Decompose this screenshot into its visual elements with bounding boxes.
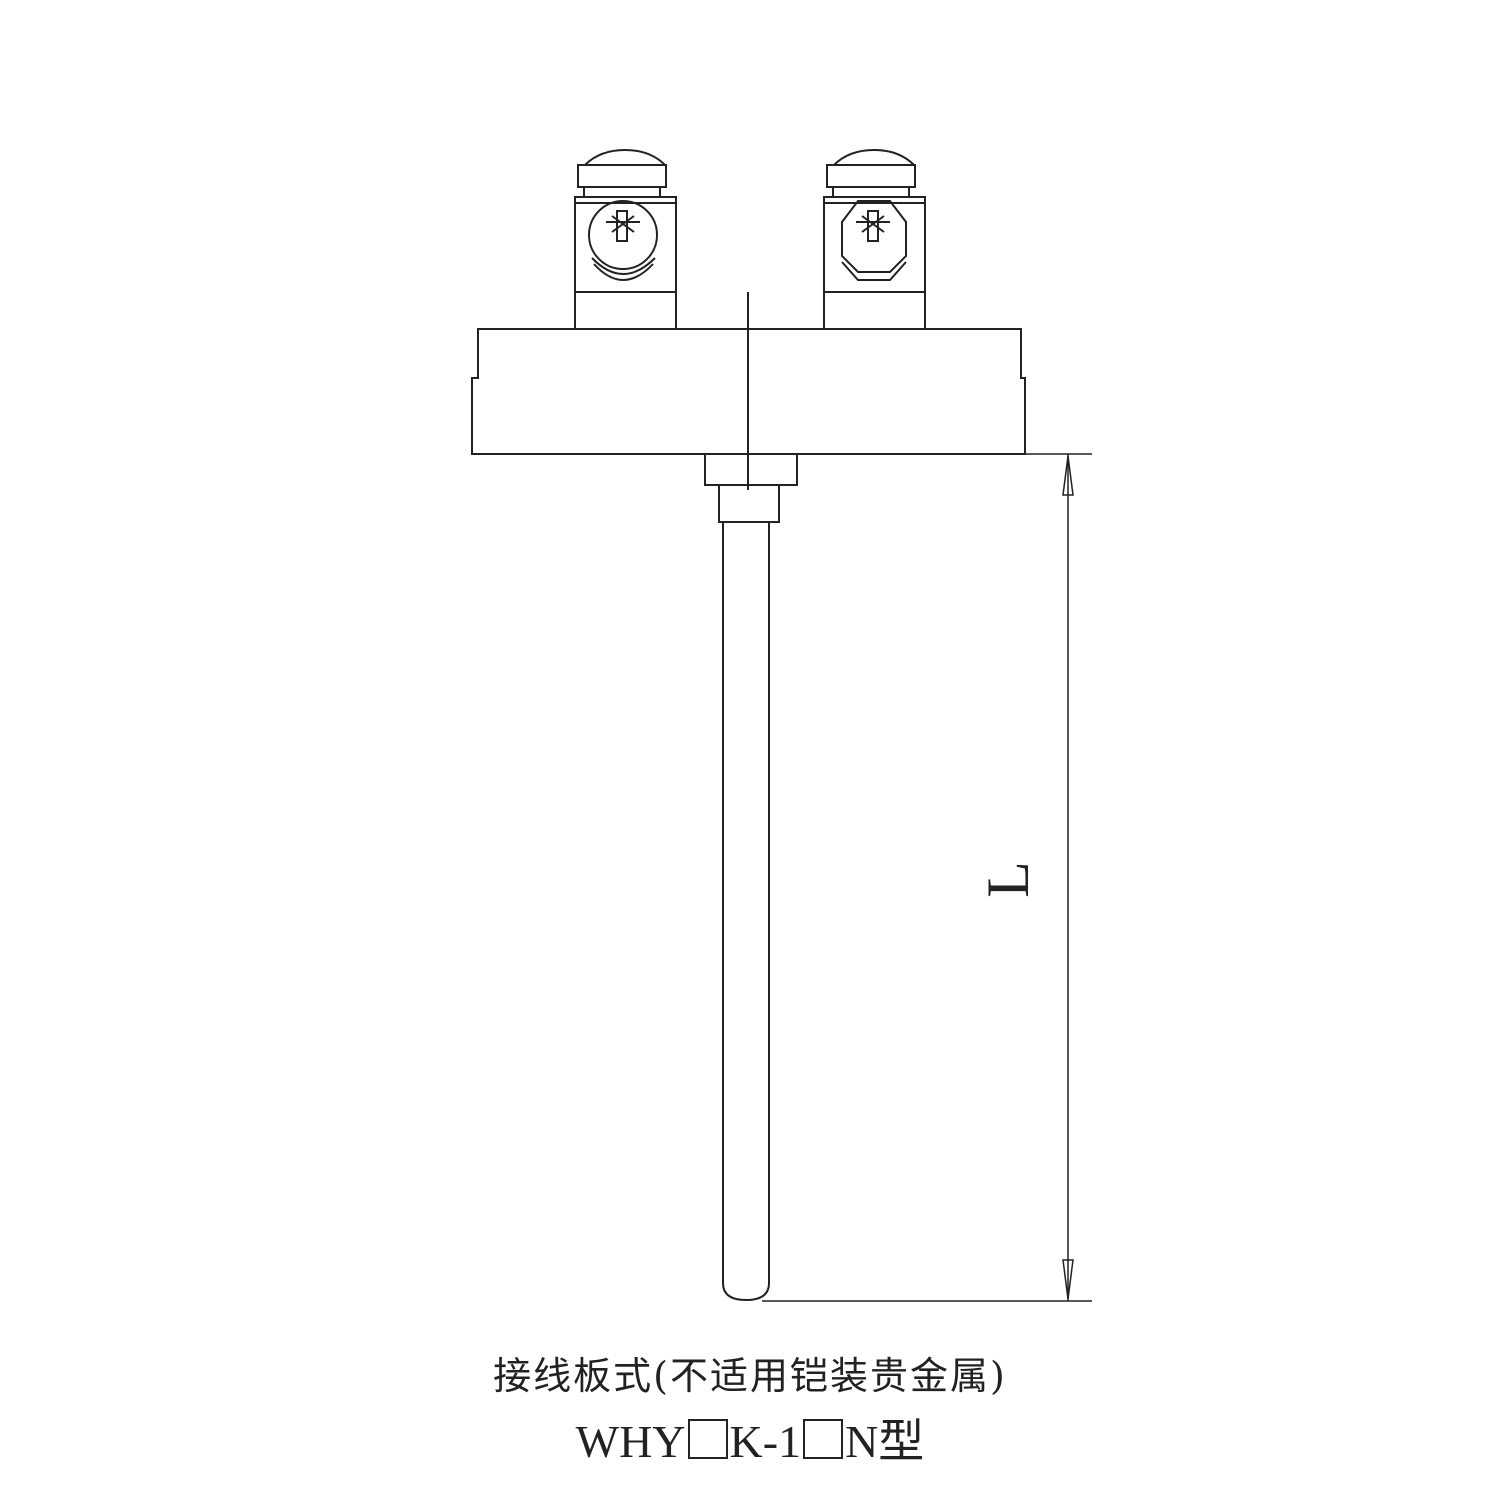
placeholder-box (687, 1419, 728, 1459)
model-prefix: WHY (575, 1416, 686, 1467)
caption-title: 接线板式(不适用铠装贵金属) (493, 1354, 1007, 1398)
terminal-left (574, 148, 677, 330)
placeholder-box (803, 1419, 844, 1459)
terminal-right (823, 148, 926, 330)
dimension-label: L (974, 861, 1041, 898)
probe (704, 292, 798, 1302)
model-number: WHY K-1 N型 (0, 1405, 1500, 1471)
dimension-l (762, 453, 1092, 1302)
screw-head-icon (841, 200, 907, 273)
screw-head-icon (588, 200, 658, 270)
model-suffix: N型 (845, 1416, 925, 1467)
arrow-down-icon (1062, 1259, 1074, 1300)
model-middle: K-1 (729, 1416, 802, 1467)
arrow-up-icon (1062, 455, 1074, 496)
